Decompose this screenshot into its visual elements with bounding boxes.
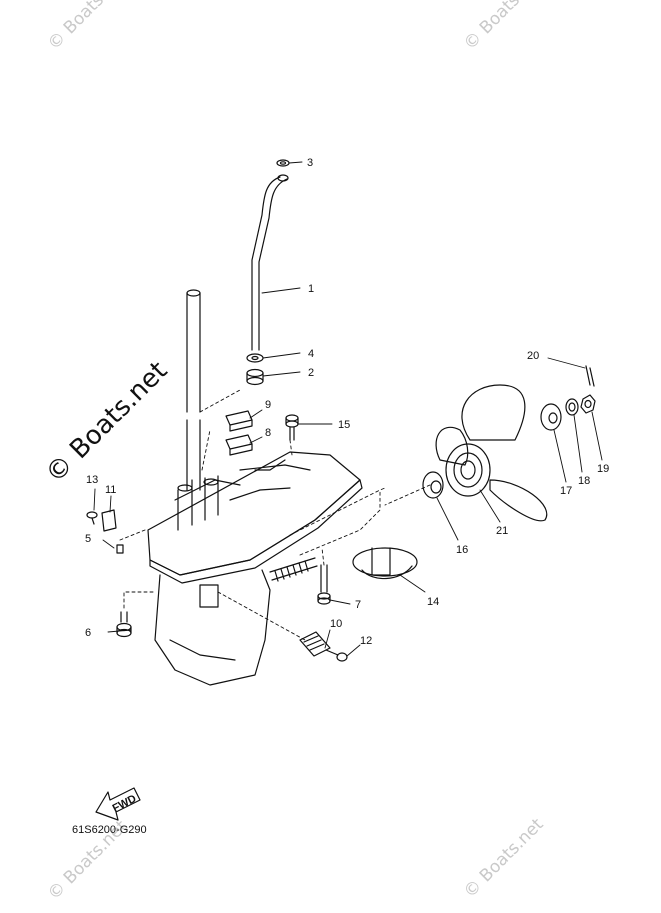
callout-6: 6 xyxy=(85,627,91,639)
propeller-part-21 xyxy=(435,384,548,522)
trim-tab-part-14 xyxy=(352,547,418,580)
water-tube xyxy=(251,174,289,351)
callout-18: 18 xyxy=(578,475,590,487)
leader-lines xyxy=(93,161,603,657)
screw-part-12 xyxy=(325,649,348,662)
propeller-shaft xyxy=(269,557,318,582)
callout-10: 10 xyxy=(330,618,342,630)
fwd-arrow-icon xyxy=(95,787,141,821)
callout-11: 11 xyxy=(105,484,116,496)
rubber-seal-part-8 xyxy=(225,434,253,456)
drive-shaft xyxy=(186,289,201,491)
callout-3: 3 xyxy=(307,157,313,169)
callout-20: 20 xyxy=(527,350,539,362)
callout-5: 5 xyxy=(85,533,91,545)
plug-part-5 xyxy=(116,544,124,554)
callout-2: 2 xyxy=(308,367,314,379)
callout-7: 7 xyxy=(355,599,361,611)
callout-14: 14 xyxy=(427,596,439,608)
callout-21: 21 xyxy=(496,525,508,537)
seal-part-3 xyxy=(276,159,290,167)
callout-17: 17 xyxy=(560,485,572,497)
alignment-lines xyxy=(119,389,431,641)
cotter-pin-part-20 xyxy=(585,365,595,387)
bolt-part-7 xyxy=(317,564,331,605)
callout-19: 19 xyxy=(597,463,609,475)
bolt-part-15 xyxy=(285,414,299,441)
lower-casing xyxy=(147,451,363,686)
spacer-part-18 xyxy=(565,398,579,416)
washer-part-17 xyxy=(540,403,562,431)
callout-8: 8 xyxy=(265,427,271,439)
cover-part-11 xyxy=(101,509,117,532)
callout-12: 12 xyxy=(360,635,372,647)
grommet-part-4 xyxy=(246,353,264,363)
rubber-seal-part-9 xyxy=(225,410,253,432)
cover-part-10 xyxy=(299,631,331,657)
seal-part-2 xyxy=(246,368,264,386)
callout-1: 1 xyxy=(308,283,314,295)
diagram-code: 61S6200-G290 xyxy=(72,824,147,836)
callout-9: 9 xyxy=(265,399,271,411)
callout-4: 4 xyxy=(308,348,314,360)
fwd-label: FWD xyxy=(111,793,139,815)
callout-16: 16 xyxy=(456,544,468,556)
bolt-part-6 xyxy=(116,611,132,638)
screw-part-13 xyxy=(86,511,98,525)
thrust-washer-part-16 xyxy=(422,471,444,499)
callout-15: 15 xyxy=(338,419,350,431)
nut-part-19 xyxy=(580,394,596,414)
callout-13: 13 xyxy=(86,474,98,486)
